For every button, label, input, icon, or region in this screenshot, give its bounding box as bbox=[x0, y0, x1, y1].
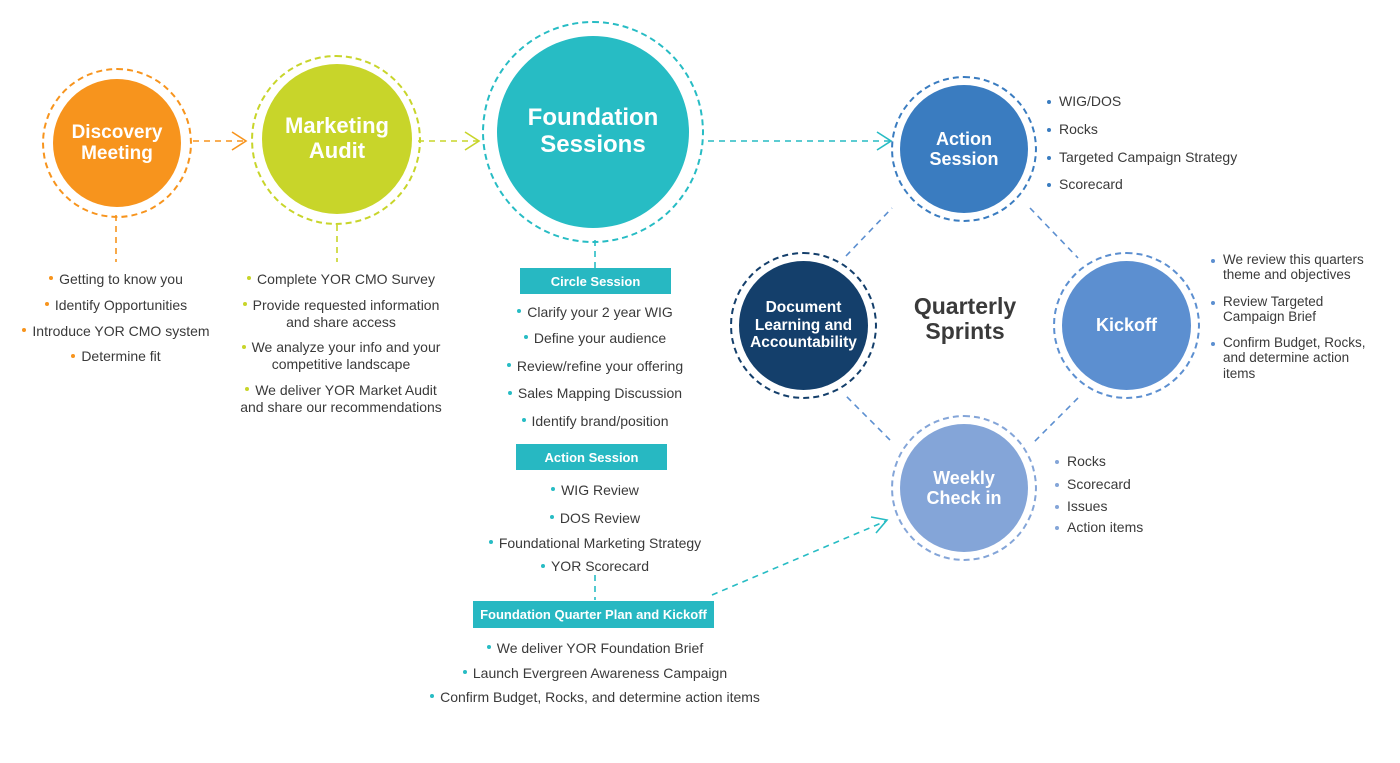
foundation-sessions-circle: Foundation Sessions bbox=[497, 36, 689, 228]
list-item: Introduce YOR CMO system bbox=[0, 323, 232, 340]
list-item: Scorecard bbox=[1055, 476, 1215, 493]
list-item: Determine fit bbox=[0, 348, 232, 365]
action-session-banner: Action Session bbox=[516, 444, 667, 470]
list-item: Define your audience bbox=[470, 330, 720, 347]
discovery-ring bbox=[42, 68, 192, 218]
sprint-action-session-title: Action Session bbox=[929, 128, 999, 169]
marketing-audit-title: Marketing Audit bbox=[285, 113, 389, 163]
action-session-list: WIG Review DOS Review Foundational Marke… bbox=[470, 482, 720, 575]
discovery-arrowhead bbox=[231, 131, 248, 151]
list-item: Confirm Budget, Rocks, and determine act… bbox=[420, 689, 770, 706]
list-item: Review/refine your offering bbox=[470, 358, 720, 375]
quarter-plan-banner: Foundation Quarter Plan and Kickoff bbox=[473, 601, 714, 628]
list-item: Rocks bbox=[1055, 453, 1215, 470]
kickoff-title: Kickoff bbox=[1095, 315, 1157, 336]
weekly-check-in-circle: Weekly Check in bbox=[900, 424, 1028, 552]
list-item: Sales Mapping Discussion bbox=[470, 385, 720, 402]
circle-session-list: Clarify your 2 year WIG Define your audi… bbox=[470, 304, 720, 430]
list-item: Confirm Budget, Rocks, and determine act… bbox=[1211, 335, 1381, 381]
list-item: Launch Evergreen Awareness Campaign bbox=[420, 665, 770, 682]
list-item: Scorecard bbox=[1047, 176, 1277, 193]
sprint-action-session-circle: Action Session bbox=[900, 85, 1028, 213]
list-item: WIG/DOS bbox=[1047, 93, 1277, 110]
foundation-ring bbox=[482, 21, 704, 243]
list-item: WIG Review bbox=[470, 482, 720, 499]
list-item: Clarify your 2 year WIG bbox=[470, 304, 720, 321]
cycle-line-action-kickoff bbox=[1029, 207, 1079, 259]
discovery-meeting-circle: Discovery Meeting bbox=[53, 79, 181, 207]
sprint-action-ring bbox=[891, 76, 1037, 222]
circle-session-banner: Circle Session bbox=[520, 268, 671, 294]
list-item: We deliver YOR Foundation Brief bbox=[420, 640, 770, 657]
weekly-list: Rocks Scorecard Issues Action items bbox=[1055, 453, 1215, 536]
list-item: Provide requested information and share … bbox=[232, 297, 450, 331]
document-learning-title: Document Learning and Accountability bbox=[750, 299, 857, 352]
document-learning-circle: Document Learning and Accountability bbox=[739, 261, 868, 390]
weekly-ring bbox=[891, 415, 1037, 561]
list-item: Review Targeted Campaign Brief bbox=[1211, 294, 1381, 325]
quarter-plan-arrowhead bbox=[870, 516, 889, 534]
weekly-check-in-title: Weekly Check in bbox=[926, 467, 1002, 508]
quarterly-sprints-title: Quarterly Sprints bbox=[913, 293, 1017, 345]
list-item: Identify Opportunities bbox=[0, 297, 232, 314]
discovery-list: Getting to know you Identify Opportuniti… bbox=[0, 271, 232, 365]
list-item: Targeted Campaign Strategy bbox=[1047, 149, 1277, 166]
discovery-meeting-title: Discovery Meeting bbox=[71, 121, 163, 164]
list-item: Identify brand/position bbox=[470, 413, 720, 430]
list-item: Rocks bbox=[1047, 121, 1277, 138]
cycle-line-weekly-document bbox=[845, 395, 891, 441]
list-item: Issues bbox=[1055, 498, 1215, 515]
audit-ring bbox=[251, 55, 421, 225]
list-item: Getting to know you bbox=[0, 271, 232, 288]
list-item: DOS Review bbox=[470, 510, 720, 527]
list-item: We review this quarters theme and object… bbox=[1211, 252, 1381, 283]
list-item: We deliver YOR Market Audit and share ou… bbox=[240, 381, 442, 415]
list-item: Action items bbox=[1055, 519, 1215, 536]
cycle-line-document-action bbox=[845, 207, 893, 257]
document-ring bbox=[730, 252, 877, 399]
list-item: YOR Scorecard bbox=[470, 558, 720, 575]
audit-list: Complete YOR CMO Survey Provide requeste… bbox=[232, 271, 450, 416]
audit-arrowhead bbox=[464, 131, 481, 151]
list-item: Foundational Marketing Strategy bbox=[470, 535, 720, 552]
list-item: We analyze your info and your competitiv… bbox=[232, 339, 450, 373]
list-item: Complete YOR CMO Survey bbox=[232, 271, 450, 288]
kickoff-ring bbox=[1053, 252, 1200, 399]
quarter-plan-to-weekly-arrow bbox=[711, 520, 887, 596]
sprint-action-list: WIG/DOS Rocks Targeted Campaign Strategy… bbox=[1047, 93, 1277, 193]
kickoff-list: We review this quarters theme and object… bbox=[1211, 252, 1381, 381]
quarter-plan-list: We deliver YOR Foundation Brief Launch E… bbox=[420, 640, 770, 705]
marketing-audit-circle: Marketing Audit bbox=[262, 64, 412, 214]
cycle-line-kickoff-weekly bbox=[1033, 397, 1079, 443]
foundation-sessions-title: Foundation Sessions bbox=[527, 104, 659, 158]
kickoff-circle: Kickoff bbox=[1062, 261, 1191, 390]
